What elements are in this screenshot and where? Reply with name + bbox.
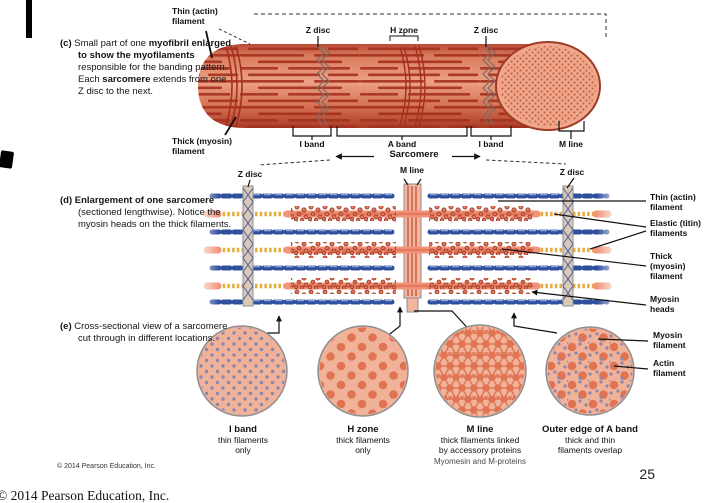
label-thick-myosin-filament-d: Thick (myosin) filament — [650, 251, 686, 281]
label-actin-filament: Actin filament — [653, 358, 686, 378]
label-myosin-filament: Myosin filament — [653, 330, 686, 350]
cross-section-caption-a-band-edge: Outer edge of A band thick and thin fila… — [508, 424, 672, 455]
cross-section-caption-m-line: M line thick filaments linked by accesso… — [398, 424, 562, 467]
label-elastic-titin-filaments: Elastic (titin) filaments — [650, 218, 702, 238]
label-sarcomere: Sarcomere — [389, 149, 439, 160]
label-z-disc-left-c: Z disc — [305, 25, 331, 35]
copyright-small: © 2014 Pearson Education, Inc. — [57, 463, 156, 470]
panel-e-caption: (e) Cross-sectional view of a sarcomere … — [60, 321, 228, 344]
label-m-line-c: M line — [558, 139, 584, 149]
cross-section-desc: thick filaments linked by accessory prot… — [438, 435, 522, 455]
cross-section-note: Myomesin and M-proteins — [433, 457, 527, 466]
scan-artifact-top — [26, 0, 32, 38]
panel-d-caption: (d) Enlargement of one sarcomere (sectio… — [60, 195, 232, 230]
label-myosin-heads: Myosin heads — [650, 294, 680, 314]
panel-c-annotations — [205, 13, 607, 166]
label-z-disc-left-d: Z disc — [237, 169, 263, 179]
cross-section-desc: thin filaments only — [217, 435, 269, 455]
myofibril-cylinder — [198, 41, 601, 131]
cross-section-title: M line — [466, 424, 494, 435]
cross-section-caption-h-zone: H zone thick filaments only — [302, 424, 424, 455]
label-thin-actin-filament-d: Thin (actin) filament — [650, 192, 696, 212]
label-m-line-d: M line — [399, 165, 425, 175]
cross-section-title: Outer edge of A band — [542, 424, 638, 435]
cross-section-caption-i-band: I band thin filaments only — [182, 424, 304, 455]
page-number: 25 — [639, 466, 655, 482]
cross-section-desc: thick and thin filaments overlap — [557, 435, 623, 455]
cross-section-title: H zone — [347, 424, 379, 435]
cross-section-desc: thick filaments only — [336, 435, 390, 455]
label-thin-actin-filament-c: Thin (actin) filament — [172, 6, 218, 26]
label-i-band-left: I band — [299, 139, 325, 149]
label-z-disc-right-c: Z disc — [473, 25, 499, 35]
sarcomere-diagram — [195, 183, 621, 313]
label-z-disc-right-d: Z disc — [559, 167, 585, 177]
label-a-band: A band — [387, 139, 417, 149]
cross-section-title: I band — [229, 424, 257, 435]
panel-c-caption: (c) Small part of one myofibril enlarged… — [60, 38, 232, 97]
copyright-bottom: © 2014 Pearson Education, Inc. — [0, 488, 170, 503]
label-i-band-right: I band — [478, 139, 504, 149]
label-h-zone-c: H zone — [390, 25, 418, 35]
panel-d-annotations — [247, 177, 647, 346]
label-thick-myosin-filament-c: Thick (myosin) filament — [172, 136, 232, 156]
cross-sections — [196, 324, 649, 418]
